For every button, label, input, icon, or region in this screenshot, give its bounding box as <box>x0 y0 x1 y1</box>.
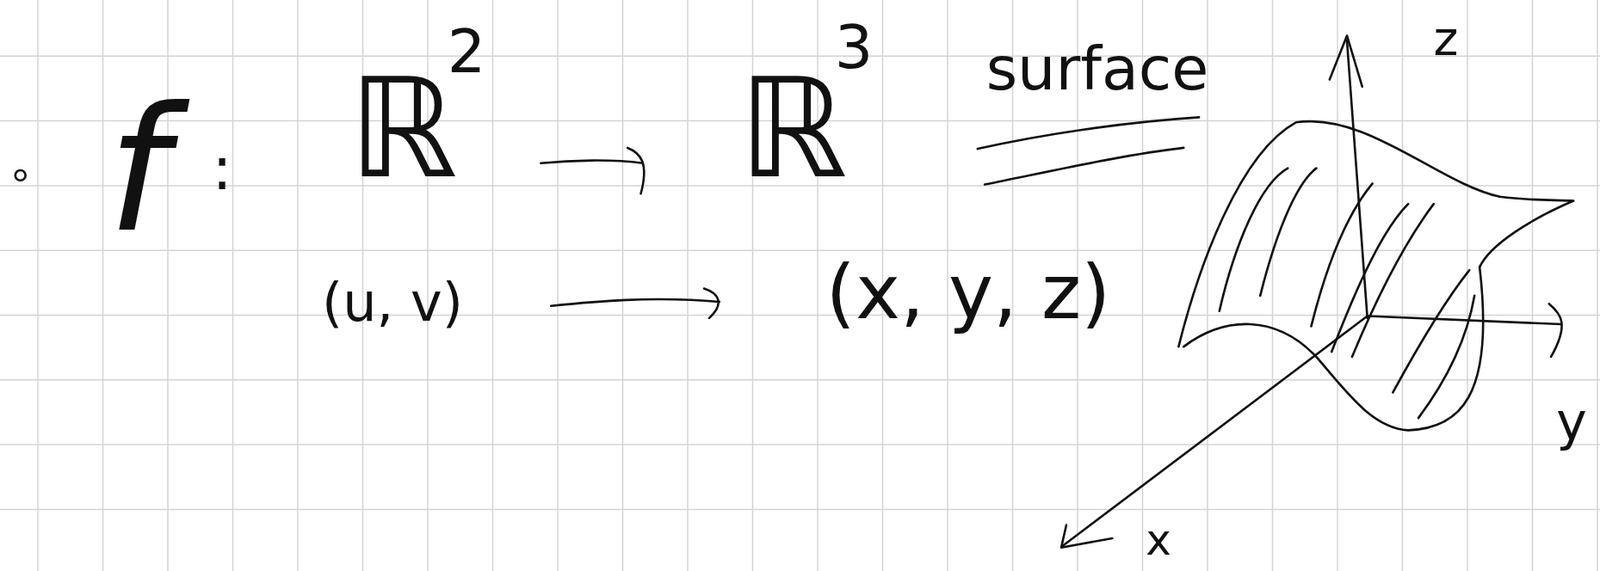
underline <box>977 117 1199 149</box>
grid-line <box>1272 0 1274 571</box>
exponent: 3 <box>834 17 874 78</box>
grid-line <box>0 379 1600 382</box>
note-word: surface <box>986 38 1210 99</box>
codomain-set: ℝ <box>738 60 848 198</box>
surface-hatch <box>1392 270 1470 393</box>
grid-line <box>1532 0 1534 571</box>
surface-hatch <box>1310 183 1372 327</box>
surface-hatch <box>1331 203 1409 353</box>
axis-arrowhead <box>1549 303 1563 358</box>
grid-line <box>1336 0 1339 571</box>
surface-hatch <box>1418 296 1475 419</box>
grid-line <box>0 444 1600 446</box>
axis-label: x <box>1145 518 1172 563</box>
grid-line <box>556 0 559 571</box>
parameter-pair: (u, v) <box>321 276 464 330</box>
grid-line <box>0 55 1600 58</box>
grid-line <box>296 0 299 571</box>
map-arrow <box>540 148 644 194</box>
y-axis <box>1367 316 1562 325</box>
axis-label: z <box>1433 15 1459 63</box>
bullet-dot <box>15 170 26 181</box>
surface-outline <box>1178 121 1574 347</box>
surface-hatch <box>1352 203 1434 358</box>
grid-line <box>0 509 1600 512</box>
grid-line <box>1596 0 1599 571</box>
grid-line <box>102 0 105 571</box>
grid-line <box>0 249 1600 252</box>
x-axis <box>1062 316 1367 547</box>
exponent: 2 <box>447 21 487 82</box>
axis-arrowhead <box>1061 525 1112 549</box>
maps-to-arrow <box>550 289 720 319</box>
grid-line <box>0 315 1600 317</box>
underline <box>984 148 1184 186</box>
domain-set: ℝ <box>348 60 458 198</box>
point-coordinates: (x, y, z) <box>826 254 1112 331</box>
grid-line <box>1466 0 1469 571</box>
grid-line <box>37 0 39 571</box>
axis-label: y <box>1556 395 1588 448</box>
axis-arrowhead <box>1329 35 1363 87</box>
surface-hatch <box>1260 168 1316 297</box>
grid-line <box>232 0 235 571</box>
grid-line <box>622 0 624 571</box>
grid-line <box>686 0 689 571</box>
grid-line <box>492 0 495 571</box>
colon: : <box>211 138 233 199</box>
function-name: f <box>107 84 168 257</box>
grid-line <box>1402 0 1404 571</box>
